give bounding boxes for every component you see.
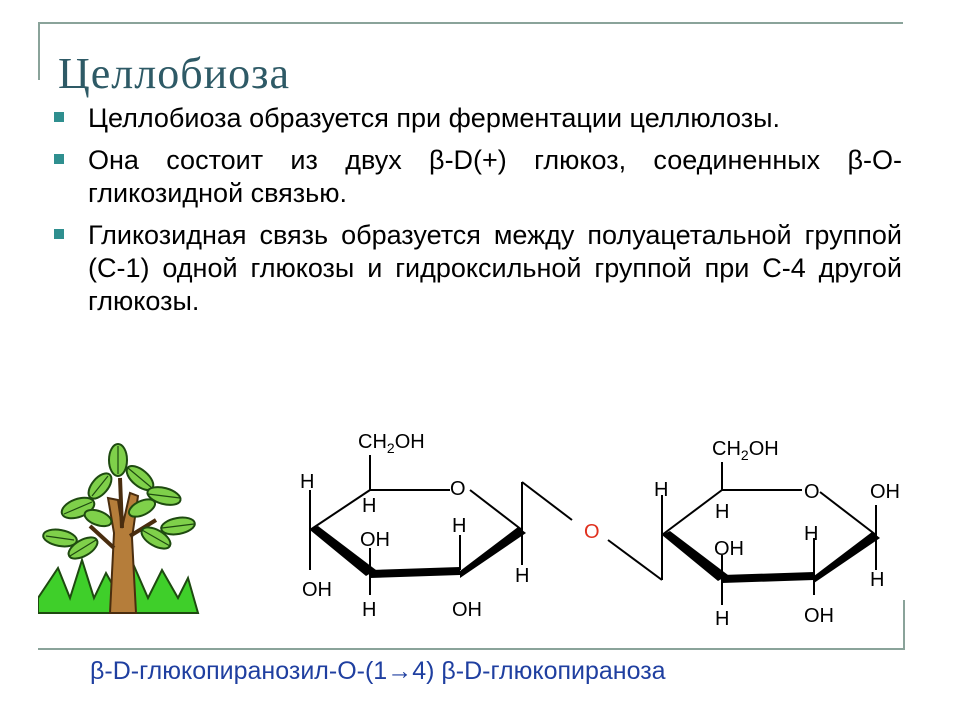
bullet-text: Гликозидная связь образуется между полуа… [88, 220, 902, 316]
right-oh-c2: OH [804, 605, 834, 627]
bullet-item: Она состоит из двух β-D(+) глюкоз, соеди… [52, 144, 902, 210]
bullet-list: Целлобиоза образуется при ферментации це… [52, 102, 902, 327]
right-h-c5: H [715, 501, 729, 523]
left-oh-c4: OH [302, 579, 332, 601]
left-oh-c2: OH [452, 599, 482, 621]
right-oh-c1: OH [870, 481, 900, 503]
left-h-c5: H [362, 495, 376, 517]
bullet-square-icon [54, 112, 64, 122]
compound-name-caption: β-D-глюкопиранозил-O-(1→4) β-D-глюкопира… [90, 657, 666, 685]
frame-top-line [38, 22, 903, 24]
right-ring-oxygen: O [804, 481, 820, 503]
glycosidic-oxygen: O [584, 521, 600, 543]
bullet-text: Целлобиоза образуется при ферментации це… [88, 103, 781, 133]
bullet-square-icon [54, 229, 64, 239]
right-oh-c3: OH [714, 538, 744, 560]
frame-right-line [903, 600, 905, 650]
slide-title: Целлобиоза [58, 49, 291, 98]
bullet-item: Целлобиоза образуется при ферментации це… [52, 102, 902, 135]
bullet-square-icon [54, 154, 64, 164]
frame-left-line [38, 22, 40, 80]
bullet-text: Она состоит из двух β-D(+) глюкоз, соеди… [88, 145, 902, 208]
left-ring-oxygen: O [450, 478, 466, 500]
left-h-c2: H [452, 515, 466, 537]
right-h-c1: H [870, 569, 884, 591]
left-h-c3: H [362, 599, 376, 621]
left-oh-c3: OH [360, 529, 390, 551]
left-h-c4-top: H [300, 471, 314, 493]
right-h-c2: H [804, 523, 818, 545]
frame-bottom-line [38, 648, 903, 650]
right-h-c4-top: H [654, 479, 668, 501]
cellobiose-structure: CH2OH O H H OH H H OH H OH O CH2OH O H H… [300, 431, 900, 630]
left-ch2oh-label: CH2OH [358, 431, 425, 456]
bullet-item: Гликозидная связь образуется между полуа… [52, 219, 902, 318]
right-h-c3: H [715, 608, 729, 630]
left-h-c1: H [515, 565, 529, 587]
tree-icon [38, 443, 200, 614]
right-ch2oh-label: CH2OH [712, 438, 779, 463]
